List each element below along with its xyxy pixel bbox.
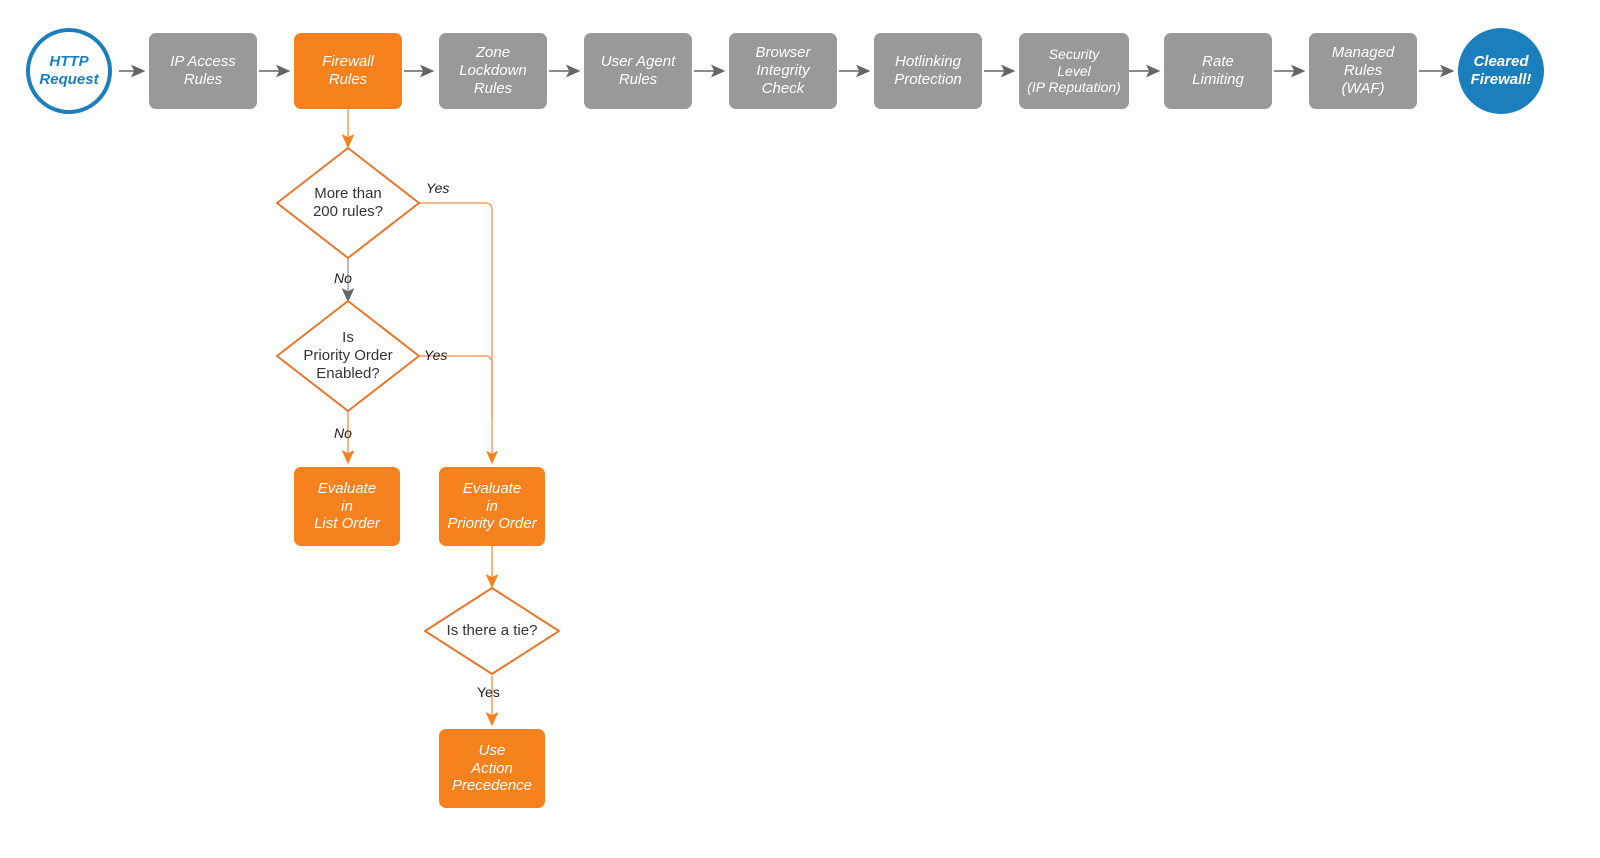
decision-label-more-than-200-rules[interactable]: More than 200 rules? [312,185,384,220]
node-zone-lockdown-rules[interactable]: Zone Lockdown Rules [439,33,547,109]
node-managed-rules-waf[interactable]: Managed Rules (WAF) [1309,33,1417,109]
node-security-level[interactable]: Security Level (IP Reputation) [1019,33,1129,109]
node-http-request[interactable]: HTTP Request [26,28,112,114]
node-user-agent-rules[interactable]: User Agent Rules [584,33,692,109]
node-cleared-firewall[interactable]: Cleared Firewall! [1458,28,1544,114]
edge-label-no-priority-order-enabled: No [334,425,352,441]
edge-label-no-more-than-200-rules: No [334,270,352,286]
node-evaluate-in-priority-order[interactable]: Evaluate in Priority Order [439,467,545,546]
edge-label-yes-is-there-a-tie: Yes [477,684,500,700]
node-use-action-precedence[interactable]: Use Action Precedence [439,729,545,808]
edge-label-yes-more-than-200-rules: Yes [426,180,450,196]
decision-shape-more-than-200-rules [276,147,420,259]
node-rate-limiting[interactable]: Rate Limiting [1164,33,1272,109]
decision-shape-is-there-a-tie [424,587,560,675]
decision-shape-priority-order-enabled [276,300,420,412]
node-hotlinking-protection[interactable]: Hotlinking Protection [874,33,982,109]
decision-label-priority-order-enabled[interactable]: Is Priority Order Enabled? [303,329,393,382]
edge-label-yes-priority-order-enabled: Yes [424,347,448,363]
node-browser-integrity-check[interactable]: Browser Integrity Check [729,33,837,109]
decision-label-is-there-a-tie[interactable]: Is there a tie? [446,622,538,639]
node-evaluate-in-list-order[interactable]: Evaluate in List Order [294,467,400,546]
node-ip-access-rules[interactable]: IP Access Rules [149,33,257,109]
node-firewall-rules[interactable]: Firewall Rules [294,33,402,109]
